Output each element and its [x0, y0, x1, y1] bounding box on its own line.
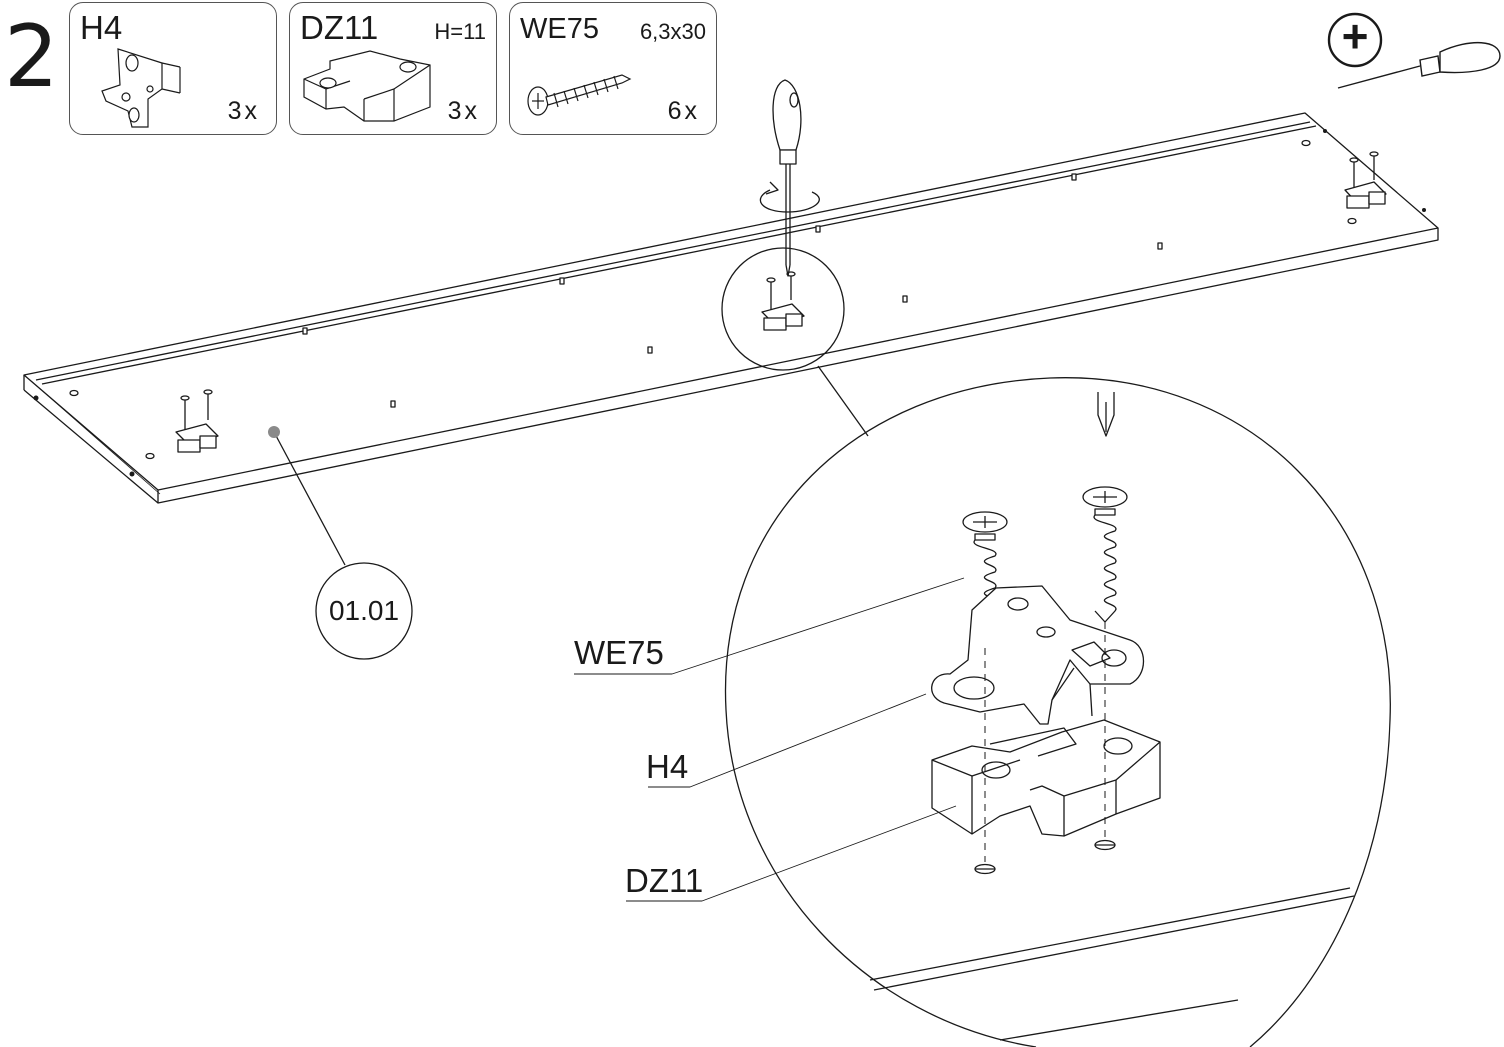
hinge-assembly-left	[175, 389, 219, 453]
phillips-symbol: +	[1341, 10, 1369, 62]
panel-id-circle	[315, 562, 413, 660]
part-spec: H=11	[434, 19, 486, 44]
tool-legend	[1327, 12, 1501, 89]
spacer-detail	[931, 719, 1161, 837]
callout-spacer: DZ11	[625, 862, 704, 899]
spacer-block-icon	[303, 50, 431, 122]
callout-screw: WE75	[574, 634, 664, 671]
callout-plate: H4	[646, 748, 689, 785]
part-code: DZ11	[300, 9, 379, 46]
screw-right-detail	[1082, 486, 1128, 623]
detail-marker-circle	[721, 247, 845, 371]
step-number: 2	[4, 7, 59, 107]
screw-icon	[527, 74, 632, 116]
hinge-assembly-right	[1344, 151, 1387, 209]
panel-board	[23, 112, 1439, 504]
part-quantity: 3x	[227, 97, 260, 125]
panel-id-label: 01.01	[328, 595, 400, 626]
part-quantity: 6x	[667, 97, 700, 125]
assembly-axes	[984, 622, 1106, 862]
hinge-mounting-plate-icon	[101, 48, 181, 128]
screwdriver-icon	[759, 79, 820, 277]
part-card-dz11: DZ11 H=11 3x	[289, 2, 497, 135]
part-code: WE75	[520, 13, 599, 45]
phillips-plus-icon	[1327, 12, 1383, 68]
detail-circle	[724, 377, 1391, 1047]
part-spec: 6,3x30	[639, 19, 706, 44]
part-card-we75: WE75 6,3x30 6x	[509, 2, 717, 135]
part-code: H4	[80, 9, 123, 46]
hinge-assembly-center	[761, 271, 805, 331]
part-quantity: 3x	[447, 97, 480, 125]
phillips-screwdriver-icon	[1337, 41, 1501, 89]
part-card-h4: H4 3x	[69, 2, 277, 135]
panel-marker-dot	[268, 426, 280, 438]
